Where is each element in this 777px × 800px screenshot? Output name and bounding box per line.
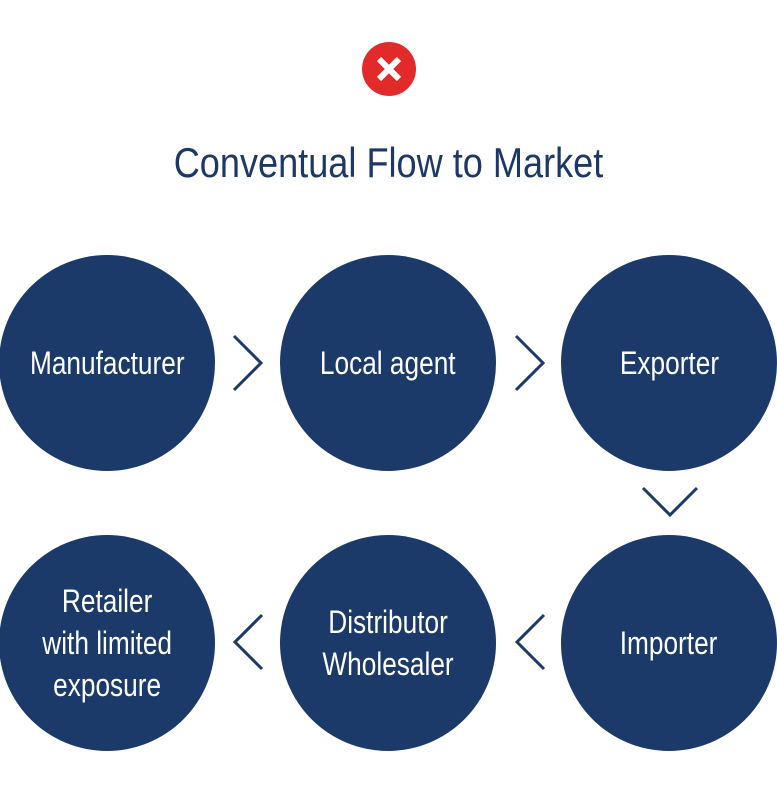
- chevron-left-icon: [512, 612, 548, 672]
- chevron-down-icon: [641, 485, 699, 519]
- chevron-left-icon: [230, 612, 266, 672]
- node-label: Distributor Wholesaler: [322, 604, 454, 682]
- node-label: Local agent: [320, 345, 456, 381]
- node-exporter: Exporter: [561, 255, 777, 471]
- node-manufacturer: Manufacturer: [0, 255, 215, 471]
- node-label: Retailer with limited exposure: [42, 583, 172, 703]
- node-label: Manufacturer: [29, 345, 185, 381]
- node-importer: Importer: [561, 535, 777, 751]
- chevron-right-icon: [230, 333, 266, 393]
- node-distributor-wholesaler: Distributor Wholesaler: [280, 535, 496, 751]
- chevron-right-icon: [512, 333, 548, 393]
- page-title: Conventual Flow to Market: [173, 139, 604, 186]
- node-label: Importer: [620, 625, 718, 661]
- node-label: Exporter: [619, 345, 719, 381]
- close-circle-icon: [361, 41, 417, 97]
- node-retailer: Retailer with limited exposure: [0, 535, 215, 751]
- node-local-agent: Local agent: [280, 255, 496, 471]
